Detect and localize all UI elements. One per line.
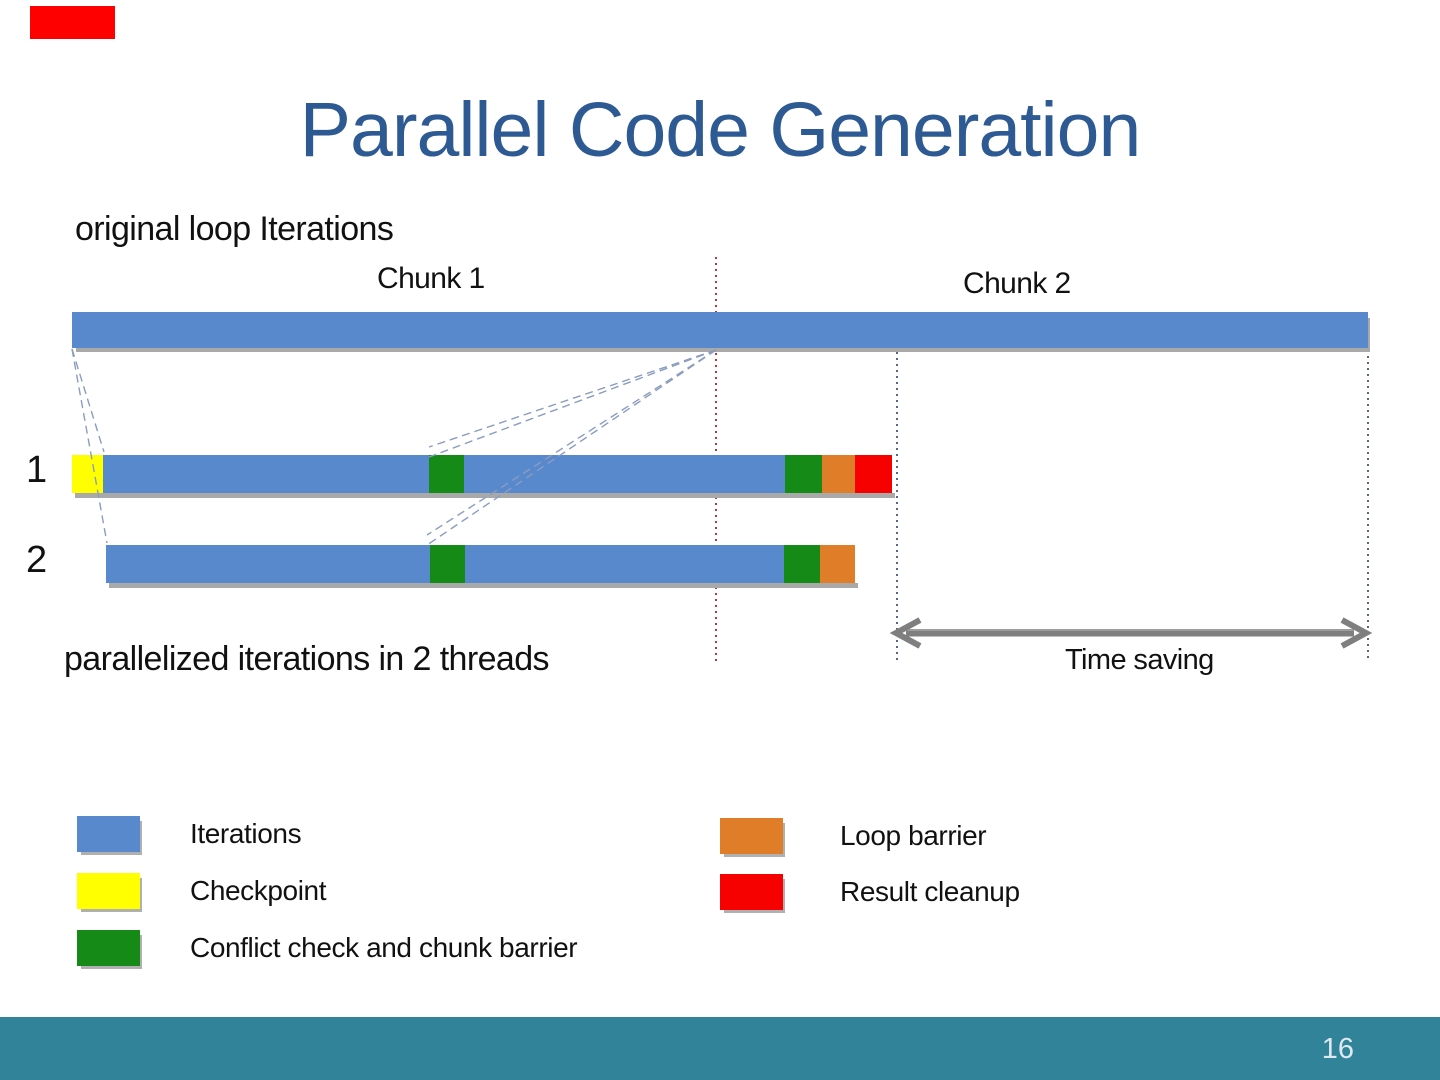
thread1-segment-checkpoint: [72, 455, 103, 493]
legend-swatch-iterations: [77, 816, 140, 852]
thread2-segment-conflict: [784, 545, 820, 583]
chunk1-label: Chunk 1: [377, 262, 485, 295]
legend-swatch-conflict: [77, 930, 140, 966]
time-saving-arrow: [889, 617, 1373, 649]
highlight-marker-box: [30, 6, 115, 39]
parallelized-label: parallelized iterations in 2 threads: [64, 640, 550, 678]
thread2-segment-iterations: [106, 545, 430, 583]
original-loop-label: original loop Iterations: [75, 210, 394, 248]
page-number: 16: [1321, 1033, 1354, 1065]
legend-label-iterations: Iterations: [190, 818, 302, 849]
legend-swatch-loop-barrier: [720, 818, 783, 854]
thread2-segment-loop-barrier: [820, 545, 855, 583]
footer-bar: 16: [0, 1017, 1440, 1080]
legend-label-result-cleanup: Result cleanup: [840, 876, 1020, 907]
thread1-segment-iterations: [464, 455, 785, 493]
thread1-number: 1: [26, 449, 48, 491]
thread1-bar-shadow: [75, 493, 895, 498]
legend-label-loop-barrier: Loop barrier: [840, 820, 987, 851]
time-saving-label: Time saving: [1065, 644, 1214, 676]
legend-swatch-result-cleanup: [720, 874, 783, 910]
thread1-segment-conflict: [785, 455, 822, 493]
slide-title: Parallel Code Generation: [299, 87, 1142, 173]
thread2-bar-shadow: [109, 583, 858, 588]
thread2-segment-conflict: [430, 545, 465, 583]
thread1-segment-iterations: [103, 455, 429, 493]
thread2-segment-iterations: [465, 545, 784, 583]
legend-swatch-checkpoint: [77, 873, 140, 909]
thread1-segment-conflict: [429, 455, 464, 493]
legend-label-checkpoint: Checkpoint: [190, 875, 327, 906]
thread1-segment-loop-barrier: [822, 455, 855, 493]
thread2-number: 2: [26, 539, 48, 581]
chunk-connector-dashed-lines: [71, 348, 717, 546]
legend-label-conflict: Conflict check and chunk barrier: [190, 932, 578, 963]
chunk2-label: Chunk 2: [963, 267, 1071, 300]
original-loop-bar: [72, 312, 1368, 348]
thread1-segment-result-cleanup: [855, 455, 892, 493]
